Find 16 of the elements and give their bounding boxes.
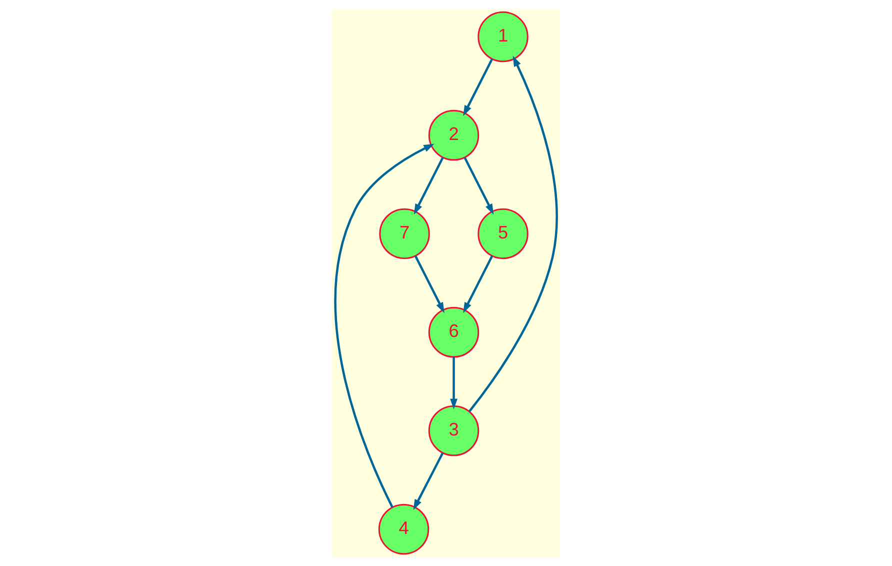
node-circle: 5 [478,208,528,260]
arrow [468,56,558,412]
node-circle: 1 [478,11,528,62]
node-circle: 2 [428,110,480,161]
arrow [334,144,434,508]
arrow [463,256,494,314]
arrow [414,157,444,215]
arrow [414,256,444,314]
node-circle: 6 [428,306,480,358]
arrow [463,58,494,116]
arrow [450,356,458,410]
node-circle: 3 [428,405,480,456]
arrow [464,157,494,215]
node-circle: 7 [379,208,430,260]
arrow [413,452,444,510]
node-circle: 4 [378,504,430,555]
